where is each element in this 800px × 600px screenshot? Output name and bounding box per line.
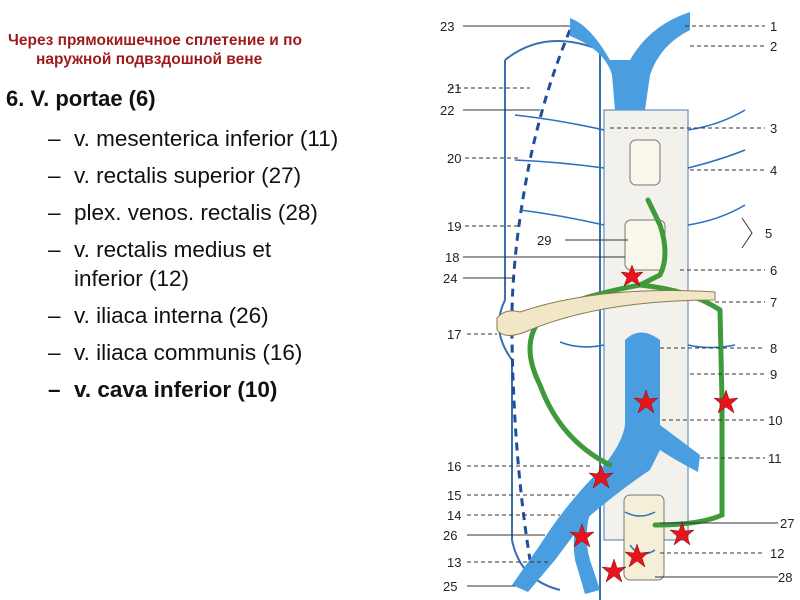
dash-marker: –	[48, 200, 61, 225]
label-29: 29	[537, 233, 551, 248]
marker	[633, 389, 659, 414]
list-item: –v. rectalis medius et inferior (12)	[0, 235, 435, 293]
list-item: –v. cava inferior (10)	[0, 375, 435, 404]
marker	[569, 523, 595, 548]
marker	[620, 264, 644, 287]
label-19: 19	[447, 219, 461, 234]
label-25: 25	[443, 579, 457, 594]
label-9: 9	[770, 367, 777, 382]
superior-vena-cava	[570, 12, 690, 110]
label-24: 24	[443, 271, 457, 286]
label-11: 11	[768, 451, 782, 466]
spine-segment	[629, 139, 661, 186]
inferior-vena-cava	[512, 332, 700, 592]
marker	[624, 543, 650, 568]
marker	[601, 558, 627, 583]
subtitle-line-2: наружной подвздошной вене	[36, 51, 263, 68]
label-14: 14	[447, 508, 461, 523]
internal-iliac-vein	[573, 490, 600, 594]
slide-subtitle: Через прямокишечное сплетение и по наруж…	[8, 31, 438, 69]
marker	[669, 521, 695, 546]
label-4: 4	[770, 163, 777, 178]
list-item: –v. iliaca communis (16)	[0, 338, 435, 367]
label-26: 26	[443, 528, 457, 543]
list-item-text: v. rectalis medius et	[74, 237, 272, 262]
list-item-text: plex. venos. rectalis (28)	[74, 200, 318, 225]
label-6: 6	[770, 263, 777, 278]
label-21: 21	[447, 81, 461, 96]
pelvic-bone	[496, 290, 716, 336]
dashed-vessel	[510, 29, 572, 561]
list-item-text: v. iliaca interna (26)	[74, 303, 269, 328]
label-10: 10	[768, 413, 782, 428]
leader-lines	[450, 25, 778, 587]
dash-marker: –	[48, 377, 61, 402]
label-27: 27	[780, 516, 794, 531]
marker	[713, 389, 739, 414]
marker	[588, 464, 614, 489]
lateral-veins	[514, 109, 746, 349]
list-item-text: v. mesenterica inferior (11)	[74, 126, 339, 151]
list-item: –plex. venos. rectalis (28)	[0, 198, 435, 227]
red-markers	[569, 264, 739, 583]
spine-segment	[623, 494, 665, 581]
dash-marker: –	[48, 126, 61, 151]
list-item-text: v. cava inferior (10)	[74, 377, 278, 402]
list-item-text-continued: inferior (12)	[74, 266, 190, 291]
label-3: 3	[770, 121, 777, 136]
subtitle-line-1: Через прямокишечное сплетение и по	[8, 32, 302, 49]
label-2: 2	[770, 39, 777, 54]
dash-marker: –	[48, 237, 61, 262]
vein-pathway-list: –v. mesenterica inferior (11) –v. rectal…	[0, 124, 435, 412]
label-15: 15	[447, 488, 461, 503]
label-17: 17	[447, 327, 461, 342]
label-12: 12	[770, 546, 784, 561]
venous-anatomy-figure: 23 21 22 20 19 18 24 17 16 15 14 26 13 2…	[440, 12, 794, 600]
dash-marker: –	[48, 303, 61, 328]
list-item-text: v. iliaca communis (16)	[74, 340, 303, 365]
label-18: 18	[445, 250, 459, 265]
label-23: 23	[440, 19, 454, 34]
slide-heading: 6. V. portae (6)	[6, 86, 156, 111]
label-8: 8	[770, 341, 777, 356]
list-item: –v. rectalis superior (27)	[0, 161, 435, 190]
label-13: 13	[447, 555, 461, 570]
list-item: –v. iliaca interna (26)	[0, 301, 435, 330]
dash-marker: –	[48, 163, 61, 188]
label-16: 16	[447, 459, 461, 474]
label-28: 28	[778, 570, 792, 585]
label-20: 20	[447, 151, 461, 166]
list-item-text: v. rectalis superior (27)	[74, 163, 302, 188]
label-22: 22	[440, 103, 454, 118]
list-item: –v. mesenterica inferior (11)	[0, 124, 435, 153]
label-7: 7	[770, 295, 777, 310]
label-5: 5	[765, 226, 772, 241]
dash-marker: –	[48, 340, 61, 365]
label-1: 1	[770, 19, 777, 34]
